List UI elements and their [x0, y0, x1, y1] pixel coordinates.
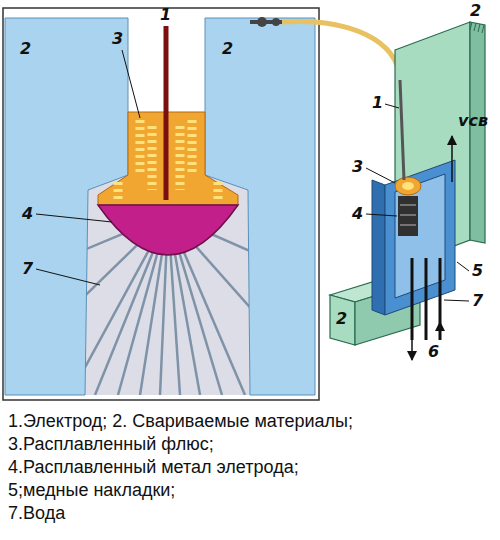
label-slot: 5;медные накладки; [8, 479, 175, 501]
callout-number: 2 [336, 309, 347, 328]
label-slot: 3 [352, 158, 363, 176]
callout-number: 6 [428, 342, 439, 361]
label-slot: vсв [458, 112, 488, 130]
label-slot: 3.Расплавленный флюс; [8, 433, 214, 455]
label-slot: 4 [22, 205, 33, 223]
caption-line: 5;медные накладки; [8, 480, 175, 500]
callout-number: 3 [112, 29, 123, 48]
callout-number: 4 [22, 204, 33, 223]
label-slot: 2 [470, 2, 481, 20]
callout-number: 2 [20, 39, 31, 58]
label-slot: 2 [336, 310, 347, 328]
caption-line: 1.Электрод; 2. Свариваемые материалы; [8, 411, 353, 431]
label-slot: 7 [22, 260, 33, 278]
speed-label: vсв [458, 111, 488, 130]
label-slot: 7.Вода [8, 502, 65, 524]
label-slot: 6 [428, 343, 439, 361]
left-figure [3, 8, 319, 400]
label-slot: 1.Электрод; 2. Свариваемые материалы; [8, 410, 353, 432]
right-figure [250, 17, 485, 360]
callout-number: 7 [472, 291, 483, 310]
callout-number: 5 [472, 261, 483, 280]
label-slot: 1 [160, 6, 171, 24]
callout-number: 1 [372, 93, 383, 112]
label-slot: 5 [472, 262, 483, 280]
callout-number: 2 [470, 1, 481, 20]
callout-number: 7 [22, 259, 33, 278]
label-slot: 1 [372, 94, 383, 112]
callout-number: 4 [352, 204, 363, 223]
label-slot: 7 [472, 292, 483, 310]
callout-number: 1 [160, 5, 171, 24]
callout-number: 2 [222, 39, 233, 58]
caption-line: 3.Расплавленный флюс; [8, 434, 214, 454]
caption-line: 4.Расплавленный метал элетрода; [8, 457, 299, 477]
label-slot: 2 [20, 40, 31, 58]
caption-line: 7.Вода [8, 503, 65, 523]
callout-number: 3 [352, 157, 363, 176]
label-slot: 4 [352, 205, 363, 223]
label-slot: 4.Расплавленный метал элетрода; [8, 456, 299, 478]
label-slot: 3 [112, 30, 123, 48]
label-slot: 2 [222, 40, 233, 58]
